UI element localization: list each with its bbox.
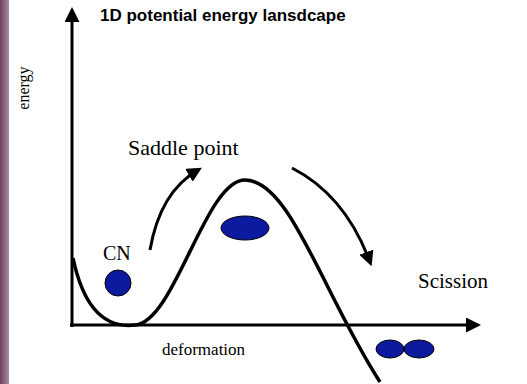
nucleus-blob: [221, 216, 269, 240]
axis-label: deformation: [162, 340, 245, 360]
state-label: CN: [103, 242, 131, 265]
y-axis: [71, 10, 74, 327]
state-label: Saddle point: [128, 135, 239, 161]
path-arrow: [292, 168, 370, 262]
path-arrow: [150, 170, 198, 250]
fragment-blob: [404, 340, 434, 358]
fragment-blob: [376, 340, 404, 358]
potential-curve: [73, 180, 380, 382]
frame-strip: [0, 0, 9, 384]
nucleus-blob: [105, 270, 131, 296]
state-label: Scission: [418, 269, 488, 294]
axis-label: energy: [15, 66, 33, 109]
diagram-title: 1D potential energy lansdcape: [100, 6, 346, 26]
